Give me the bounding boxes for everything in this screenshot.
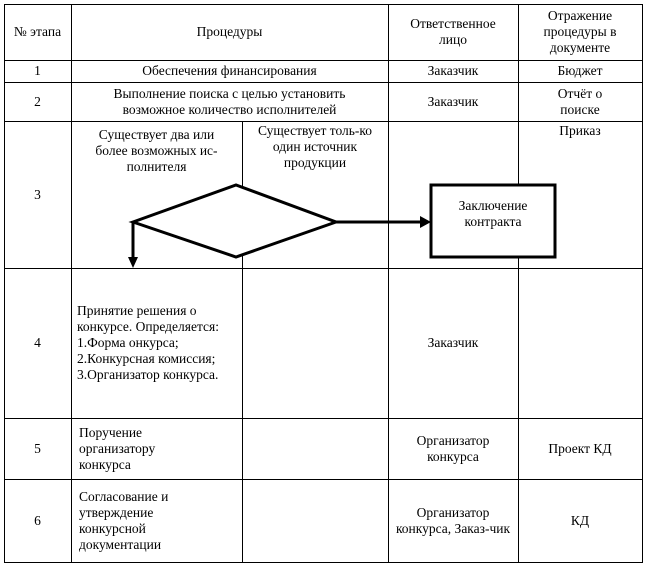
responsible: Заказчик — [427, 93, 479, 109]
col-divider — [71, 4, 72, 563]
procedure: Принятие решения о конкурсе. Определяетс… — [77, 303, 219, 382]
row-divider — [4, 121, 643, 122]
row-divider — [4, 479, 643, 480]
row-divider — [4, 418, 643, 419]
col-divider — [388, 4, 389, 563]
step-number: 3 — [34, 186, 41, 202]
step-number: 5 — [34, 440, 41, 456]
document: Проект КД — [548, 440, 612, 456]
decision-diamond — [128, 183, 341, 259]
document: Бюджет — [557, 63, 603, 78]
arrow-head-down — [128, 257, 138, 268]
document: Отчёт о поиске — [557, 85, 603, 117]
table-border — [4, 562, 643, 563]
document: Приказ — [559, 123, 601, 138]
process-box — [429, 183, 557, 259]
procedure: Выполнение поиска с целью установить воз… — [113, 85, 346, 117]
procedure-option-b: Существует толь-ко один источник продукц… — [257, 123, 373, 170]
procedure: Согласование и утверждение конкурсной до… — [79, 488, 169, 552]
responsible: Заказчик — [427, 335, 479, 350]
responsible: Заказчик — [427, 63, 479, 78]
table-border — [642, 4, 643, 563]
responsible: Организатор конкурса — [416, 432, 490, 464]
document: КД — [570, 512, 590, 528]
procedure: Поручение организатору конкурса — [79, 424, 156, 472]
col-divider — [242, 121, 243, 562]
step-number: 1 — [34, 63, 41, 78]
responsible: Организатор конкурса, Заказ-чик — [395, 504, 511, 536]
row-divider — [4, 268, 643, 269]
contract-box-label: Заключение контракта — [458, 198, 528, 229]
step-number: 2 — [34, 93, 41, 109]
procedure: Обеспечения финансирования — [142, 63, 317, 78]
header-step: № этапа — [13, 24, 62, 39]
header-procedures: Процедуры — [196, 24, 263, 39]
table-border — [4, 4, 5, 563]
table-border — [4, 4, 643, 5]
arrow-head-right — [420, 216, 431, 228]
header-document: Отражение процедуры в документе — [543, 8, 617, 55]
procedure-option-a: Существует два или более возможных ис-по… — [95, 127, 218, 174]
row-divider — [4, 82, 643, 83]
col-divider — [518, 4, 519, 563]
step-number: 4 — [34, 335, 41, 350]
row-divider — [4, 60, 643, 61]
step-number: 6 — [34, 512, 41, 528]
header-responsible: Ответственное лицо — [410, 16, 496, 47]
